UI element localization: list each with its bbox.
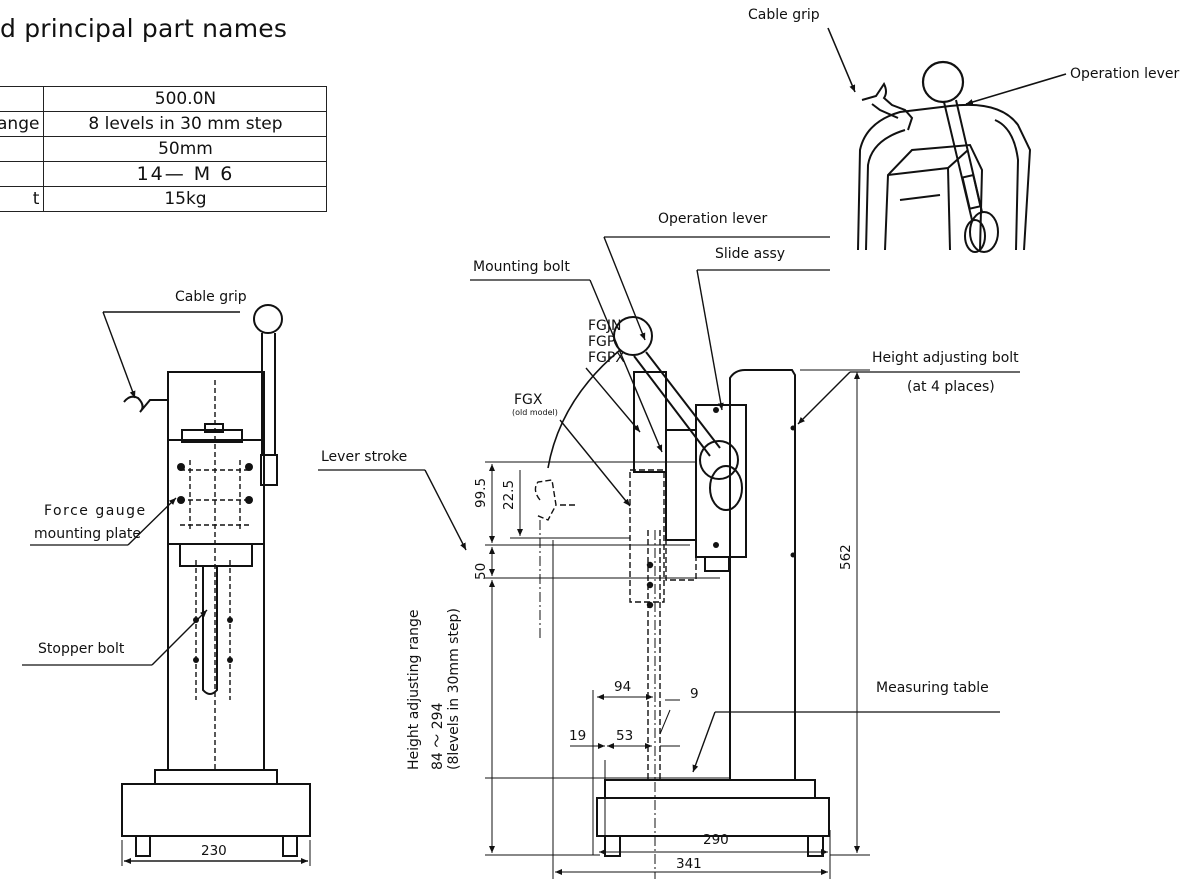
spec-key: [0, 161, 45, 187]
label-measuring-table: Measuring table: [876, 680, 989, 696]
label-lever-stroke: Lever stroke: [321, 449, 407, 465]
dim-19: 19: [569, 728, 586, 744]
dim-9: 9: [690, 686, 699, 702]
dim-341: 341: [676, 856, 702, 872]
front-view-hidden-lines: [180, 380, 252, 770]
label-at-4-places: (at 4 places): [907, 379, 995, 395]
dim-50: 50: [473, 563, 489, 580]
front-view-stand: [121, 304, 311, 857]
side-view-holes: [646, 407, 796, 609]
side-view-hidden-lines: [534, 469, 697, 780]
label-fgjn: FGJN: [588, 318, 622, 334]
height-range-label: Height adjusting range 84 〜 294 (8levels…: [406, 608, 462, 770]
label-cable-grip-top: Cable grip: [748, 7, 820, 23]
label-fgpx: FGPX: [588, 350, 625, 366]
spec-row: 500.0N: [0, 86, 328, 112]
label-height-range-3: (8levels in 30mm step): [446, 608, 462, 770]
side-view-stand: [547, 316, 830, 857]
spec-key: t: [0, 186, 45, 212]
label-height-range-1: Height adjusting range: [406, 609, 422, 770]
label-operation-lever: Operation lever: [658, 211, 768, 227]
lever-detail-view: [857, 60, 1032, 253]
label-fgp: FGP: [588, 334, 615, 350]
spec-value: 15kg: [43, 186, 328, 212]
dim-22-5: 22.5: [501, 480, 517, 510]
side-view-centerlines: [539, 520, 656, 879]
front-view-holes: [177, 463, 253, 663]
label-height-adjusting-bolt: Height adjusting bolt: [872, 350, 1019, 366]
dim-53: 53: [616, 728, 633, 744]
dim-94: 94: [614, 679, 631, 695]
section-heading: d principal part names: [0, 14, 288, 43]
dim-562: 562: [838, 544, 854, 570]
spec-key: [0, 86, 45, 112]
label-operation-lever-top: Operation lever: [1070, 66, 1180, 82]
dim-230: 230: [201, 843, 227, 859]
side-view-dimensions: [485, 369, 870, 879]
label-slide-assy: Slide assy: [715, 246, 785, 262]
label-cable-grip: Cable grip: [175, 289, 247, 305]
spec-value: 500.0N: [43, 86, 328, 112]
spec-key: [0, 136, 45, 162]
label-mounting-bolt: Mounting bolt: [473, 259, 570, 275]
spec-value: 8 levels in 30 mm step: [43, 111, 328, 137]
dim-99-5: 99.5: [473, 478, 489, 508]
label-old-model: (old model): [512, 408, 558, 417]
label-force-gauge-2: mounting plate: [34, 526, 141, 542]
label-height-range-2: 84 〜 294: [430, 702, 446, 770]
label-fgx: FGX: [514, 392, 543, 408]
label-stopper-bolt: Stopper bolt: [38, 641, 125, 657]
label-force-gauge-1: Force gauge: [44, 503, 147, 519]
dim-290: 290: [703, 832, 729, 848]
